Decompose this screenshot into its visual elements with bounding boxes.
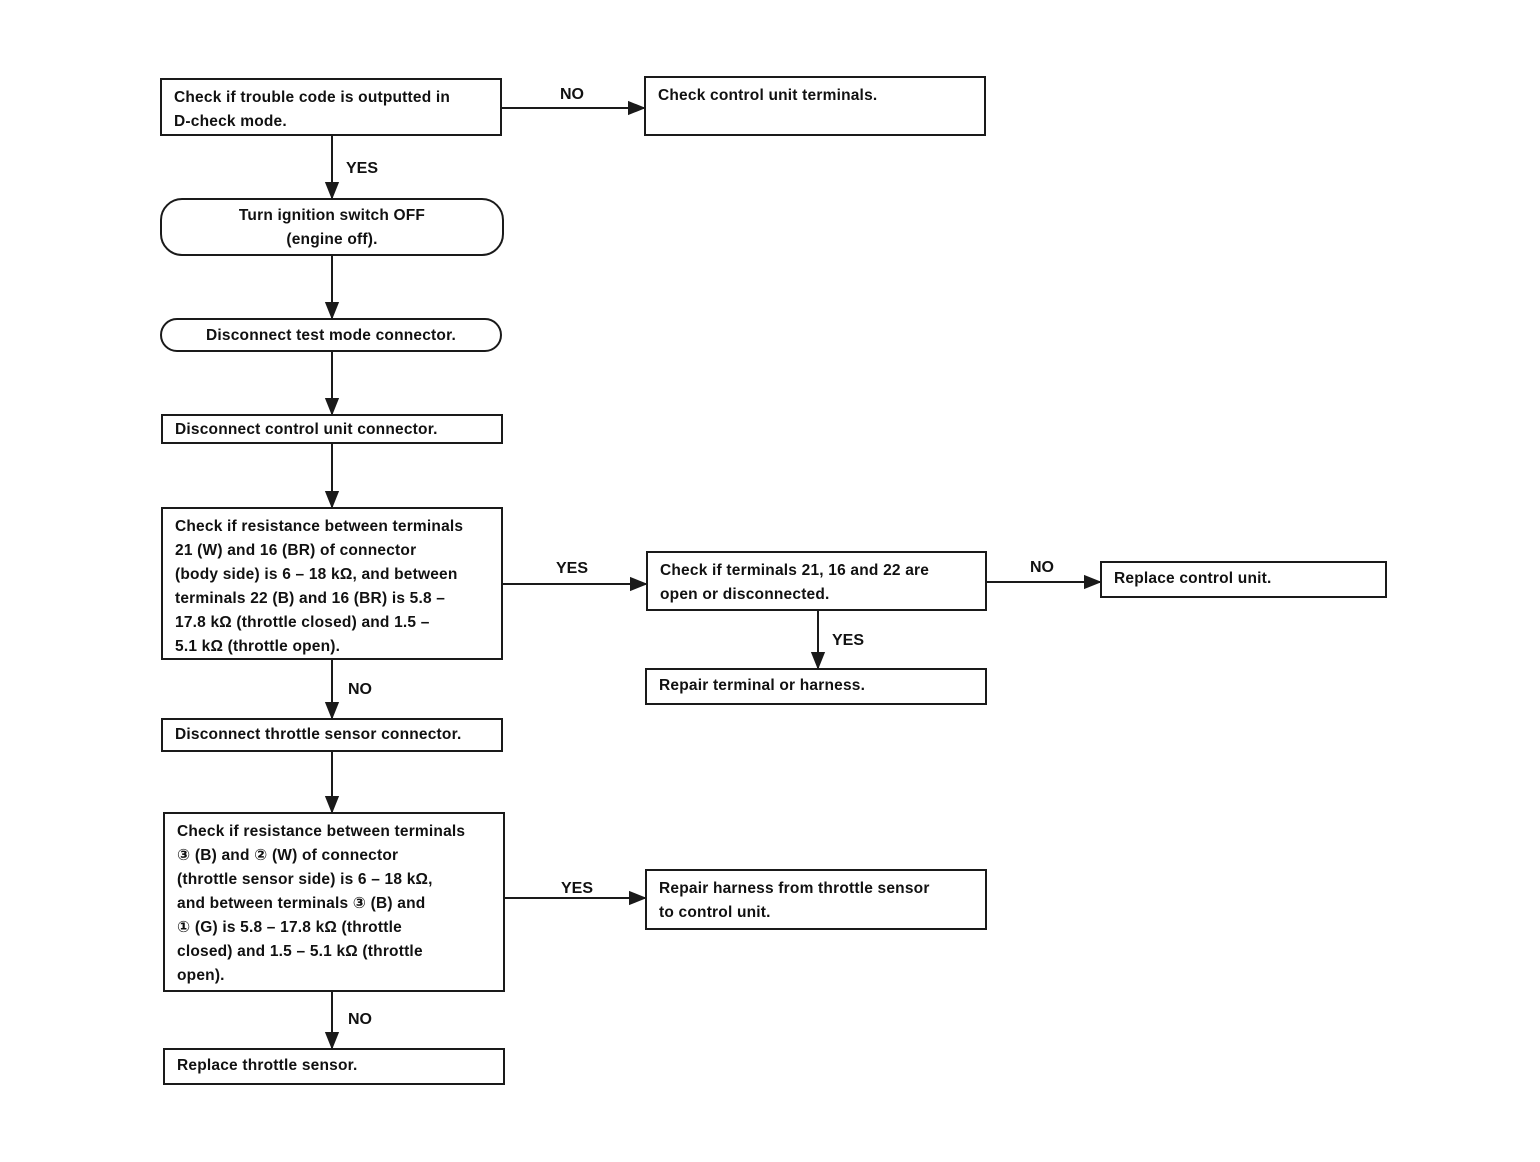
label-trouble-yes: YES — [346, 160, 379, 177]
repair-terminal-harness-text: Repair terminal or harness. — [659, 677, 866, 694]
replace-throttle-sensor-text: Replace throttle sensor. — [177, 1057, 358, 1074]
repair-harness-sensor-box: Repair harness from throttle sensor to c… — [645, 869, 987, 930]
label-body-yes: YES — [556, 560, 589, 577]
disconnect-control-unit-text: Disconnect control unit connector. — [175, 421, 438, 438]
check-terminals-open-box: Check if terminals 21, 16 and 22 are ope… — [646, 551, 987, 611]
turn-ignition-off-box: Turn ignition switch OFF (engine off). — [160, 198, 504, 256]
repair-terminal-harness-box: Repair terminal or harness. — [645, 668, 987, 705]
check-terminals-open-text: Check if terminals 21, 16 and 22 are ope… — [660, 562, 930, 603]
disconnect-test-mode-text: Disconnect test mode connector. — [206, 327, 456, 344]
disconnect-throttle-sensor-box: Disconnect throttle sensor connector. — [161, 718, 503, 752]
label-open-yes: YES — [832, 632, 865, 649]
check-resistance-body-box: Check if resistance between terminals 21… — [161, 507, 503, 660]
check-trouble-code-box: Check if trouble code is outputted in D-… — [160, 78, 502, 136]
disconnect-throttle-sensor-text: Disconnect throttle sensor connector. — [175, 726, 462, 743]
check-resistance-sensor-box: Check if resistance between terminals ③ … — [163, 812, 505, 992]
check-resistance-body-text: Check if resistance between terminals 21… — [175, 518, 464, 655]
label-sensor-no: NO — [348, 1011, 372, 1028]
replace-control-unit-box: Replace control unit. — [1100, 561, 1387, 598]
repair-harness-sensor-text: Repair harness from throttle sensor to c… — [659, 880, 930, 921]
check-trouble-code-text: Check if trouble code is outputted in D-… — [174, 89, 451, 130]
disconnect-test-mode-box: Disconnect test mode connector. — [160, 318, 502, 352]
label-trouble-no: NO — [560, 86, 584, 103]
replace-throttle-sensor-box: Replace throttle sensor. — [163, 1048, 505, 1085]
check-resistance-sensor-text: Check if resistance between terminals ③ … — [177, 823, 466, 984]
disconnect-control-unit-box: Disconnect control unit connector. — [161, 414, 503, 444]
turn-ignition-off-text: Turn ignition switch OFF (engine off). — [238, 207, 426, 248]
label-sensor-yes: YES — [561, 880, 594, 897]
check-control-unit-terminals-text: Check control unit terminals. — [658, 87, 878, 104]
replace-control-unit-text: Replace control unit. — [1114, 570, 1272, 587]
label-body-no: NO — [348, 681, 372, 698]
check-control-unit-terminals-box: Check control unit terminals. — [644, 76, 986, 136]
label-open-no: NO — [1030, 559, 1054, 576]
